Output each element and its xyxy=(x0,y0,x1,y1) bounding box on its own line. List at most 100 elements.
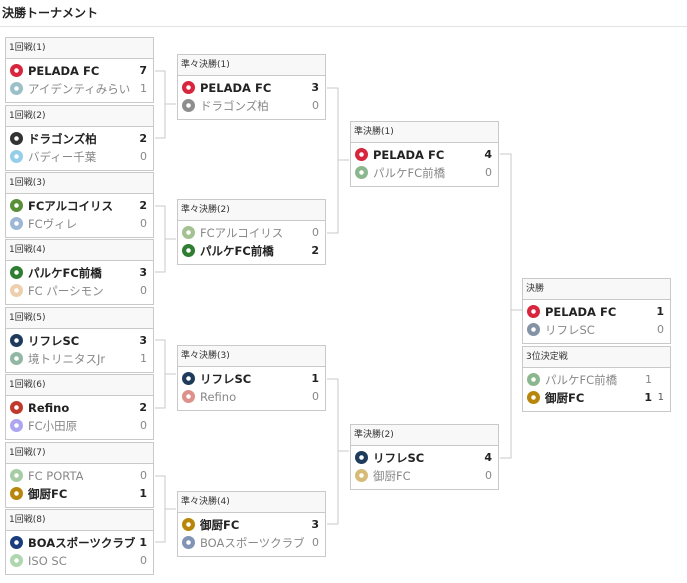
team-name[interactable]: FCヴィレ xyxy=(28,217,78,231)
team-name[interactable]: リフレSC xyxy=(373,451,425,465)
identy-logo-icon xyxy=(10,82,23,95)
team-name[interactable]: ドラゴンズ柏 xyxy=(28,132,97,146)
round-label: 準々決勝(1) xyxy=(178,55,325,76)
team-row[interactable]: リフレSC 0 xyxy=(523,321,670,339)
team-name[interactable]: バディー千葉 xyxy=(28,150,97,164)
team-name[interactable]: 御厨FC xyxy=(200,518,240,532)
team-name[interactable]: BOAスポーツクラブ xyxy=(28,536,136,550)
team-name[interactable]: リフレSC xyxy=(28,334,80,348)
team-score: 0 xyxy=(657,323,664,336)
team-name[interactable]: PELADA FC xyxy=(545,305,617,319)
refino-logo-icon xyxy=(182,390,195,403)
team-name[interactable]: ISO SC xyxy=(28,554,67,568)
refre-logo-icon xyxy=(355,451,368,464)
team-row[interactable]: パルケFC前橋 2 xyxy=(178,242,325,260)
team-row[interactable]: PELADA FC 4 xyxy=(351,146,498,164)
team-name[interactable]: Refino xyxy=(200,390,237,404)
team-row[interactable]: FC PORTA 0 xyxy=(6,467,153,485)
team-name[interactable]: FCアルコイリス xyxy=(28,199,113,213)
team-name[interactable]: FC PORTA xyxy=(28,469,84,483)
team-row[interactable]: FCアルコイリス 0 xyxy=(178,224,325,242)
team-name[interactable]: PELADA FC xyxy=(28,64,100,78)
team-name[interactable]: FCアルコイリス xyxy=(200,226,284,240)
refre-logo-icon xyxy=(10,334,23,347)
team-name[interactable]: パルケFC前橋 xyxy=(28,266,102,280)
team-name[interactable]: PELADA FC xyxy=(200,81,272,95)
team-score: 0 xyxy=(140,469,147,482)
team-row[interactable]: リフレSC 3 xyxy=(6,332,153,350)
team-name[interactable]: FC小田原 xyxy=(28,419,78,433)
team-score: 2 xyxy=(311,244,319,257)
team-name[interactable]: パルケFC前橋 xyxy=(200,244,274,258)
round-label: 1回戦(2) xyxy=(6,106,153,127)
team-name[interactable]: リフレSC xyxy=(200,372,252,386)
team-score: 0 xyxy=(140,150,147,163)
odawara-logo-icon xyxy=(10,419,23,432)
team-name[interactable]: パルケFC前橋 xyxy=(545,373,618,387)
page-title: 決勝トーナメント xyxy=(2,6,99,20)
parque-logo-icon xyxy=(182,244,195,257)
team-row[interactable]: バディー千葉 0 xyxy=(6,148,153,166)
team-row[interactable]: BOAスポーツクラブ 0 xyxy=(178,534,325,552)
team-name[interactable]: PELADA FC xyxy=(373,148,445,162)
team-name[interactable]: リフレSC xyxy=(545,323,595,337)
team-name[interactable]: パルケFC前橋 xyxy=(373,166,446,180)
connector-r1-qf3 xyxy=(155,339,176,409)
team-name[interactable]: 御厨FC xyxy=(373,469,411,483)
team-name[interactable]: FC パーシモン xyxy=(28,284,104,298)
team-name[interactable]: Refino xyxy=(28,401,70,415)
team-name[interactable]: 境トリニタスJr xyxy=(28,352,106,366)
team-name[interactable]: ドラゴンズ柏 xyxy=(200,99,269,113)
team-name[interactable]: BOAスポーツクラブ xyxy=(200,536,305,550)
team-score: 4 xyxy=(484,148,492,161)
team-score: 3 xyxy=(139,334,147,347)
team-name[interactable]: アイデンティみらい xyxy=(28,82,131,96)
pelada-logo-icon xyxy=(527,305,540,318)
team-name[interactable]: 御厨FC xyxy=(545,391,585,405)
title-divider xyxy=(0,26,687,27)
team-score: 0 xyxy=(312,226,319,239)
team-name[interactable]: 御厨FC xyxy=(28,487,68,501)
team-score: 0 xyxy=(312,536,319,549)
